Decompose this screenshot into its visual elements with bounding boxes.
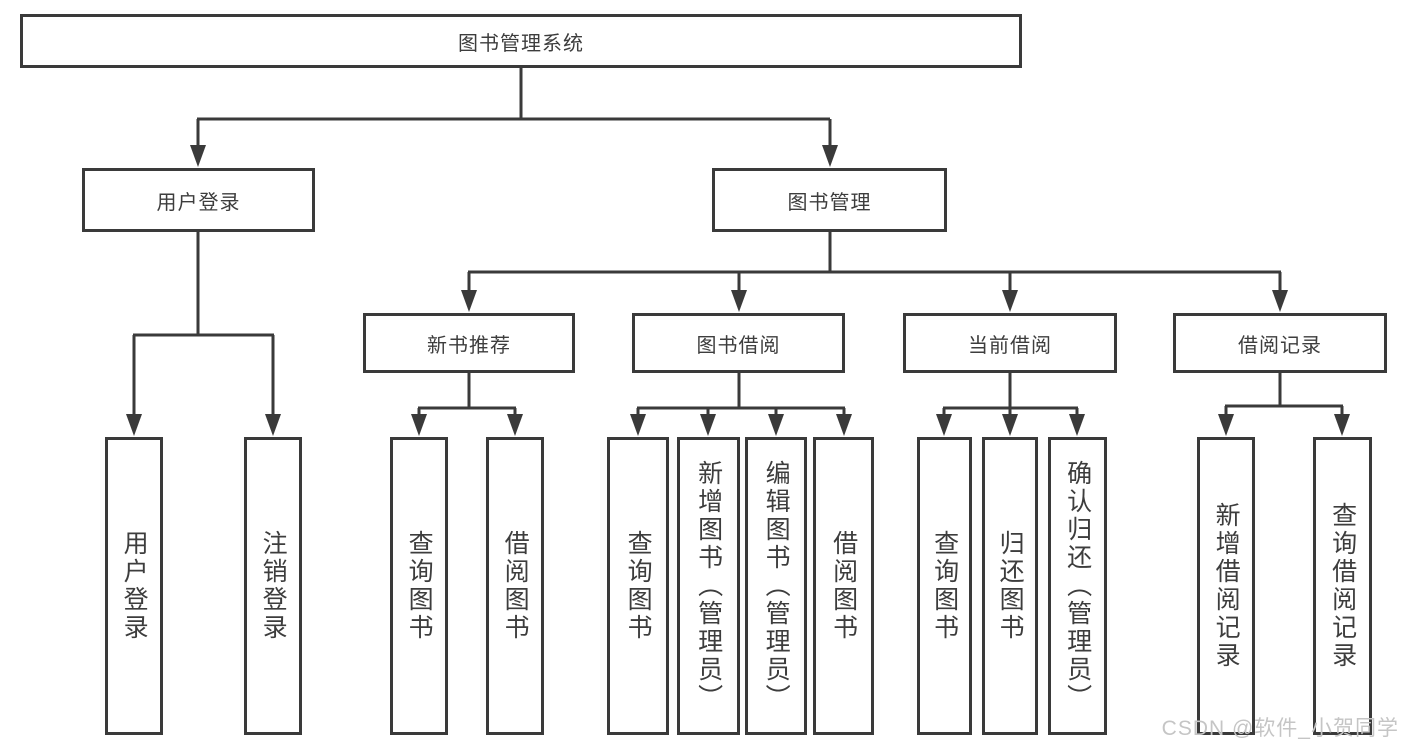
arrowheads — [126, 145, 1350, 436]
leaf-label: 新增图书（管理员） — [694, 460, 723, 712]
node-user-login: 用户登录 — [82, 168, 315, 232]
connector-borrow — [636, 373, 846, 419]
leaf-return-book: 归还图书 — [982, 437, 1038, 735]
leaf-label: 用户登录 — [120, 530, 149, 642]
leaf-logout: 注销登录 — [244, 437, 302, 735]
connector-current — [942, 373, 1079, 419]
node-user-login-label: 用户登录 — [156, 191, 241, 214]
leaf-label: 编辑图书（管理员） — [762, 460, 791, 712]
watermark: CSDN @软件_小贺同学 — [1161, 717, 1399, 740]
node-new-book-recommend: 新书推荐 — [363, 313, 575, 373]
node-borrow-records-label: 借阅记录 — [1238, 334, 1322, 357]
leaf-label: 查询图书 — [405, 530, 434, 642]
connector-root — [196, 68, 832, 150]
leaf-label: 确认归还（管理员） — [1063, 460, 1092, 712]
node-book-borrow: 图书借阅 — [632, 313, 845, 373]
node-current-borrow-label: 当前借阅 — [968, 334, 1052, 357]
leaf-user-login: 用户登录 — [105, 437, 163, 735]
leaf-confirm-return-admin: 确认归还（管理员） — [1048, 437, 1107, 735]
connector-mgmt — [467, 232, 1282, 296]
node-root: 图书管理系统 — [20, 14, 1022, 68]
leaf-label: 查询图书 — [930, 530, 959, 642]
node-book-management-label: 图书管理 — [787, 191, 872, 214]
leaf-label: 查询图书 — [624, 530, 653, 642]
leaf-query-book-borrow: 查询图书 — [607, 437, 669, 735]
leaf-query-borrow-record: 查询借阅记录 — [1313, 437, 1372, 735]
node-root-label: 图书管理系统 — [458, 32, 584, 55]
leaf-add-borrow-record: 新增借阅记录 — [1197, 437, 1255, 735]
leaf-label: 查询借阅记录 — [1328, 502, 1357, 670]
connector-newbook — [417, 373, 517, 419]
leaf-query-book-newbook: 查询图书 — [390, 437, 448, 735]
leaf-label: 归还图书 — [996, 530, 1025, 642]
node-borrow-records: 借阅记录 — [1173, 313, 1387, 373]
connector-records — [1224, 373, 1344, 419]
connector-login — [132, 232, 275, 419]
node-book-borrow-label: 图书借阅 — [696, 334, 781, 357]
leaf-label: 借阅图书 — [829, 530, 858, 642]
leaf-label: 借阅图书 — [501, 530, 530, 642]
leaf-borrow-book: 借阅图书 — [813, 437, 874, 735]
leaf-add-book-admin: 新增图书（管理员） — [677, 437, 740, 735]
leaf-edit-book-admin: 编辑图书（管理员） — [745, 437, 807, 735]
node-new-book-recommend-label: 新书推荐 — [427, 334, 511, 357]
leaf-label: 新增借阅记录 — [1212, 502, 1241, 670]
leaf-label: 注销登录 — [259, 530, 288, 642]
node-current-borrow: 当前借阅 — [903, 313, 1117, 373]
node-book-management: 图书管理 — [712, 168, 947, 232]
leaf-borrow-book-newbook: 借阅图书 — [486, 437, 544, 735]
leaf-query-book-current: 查询图书 — [917, 437, 972, 735]
